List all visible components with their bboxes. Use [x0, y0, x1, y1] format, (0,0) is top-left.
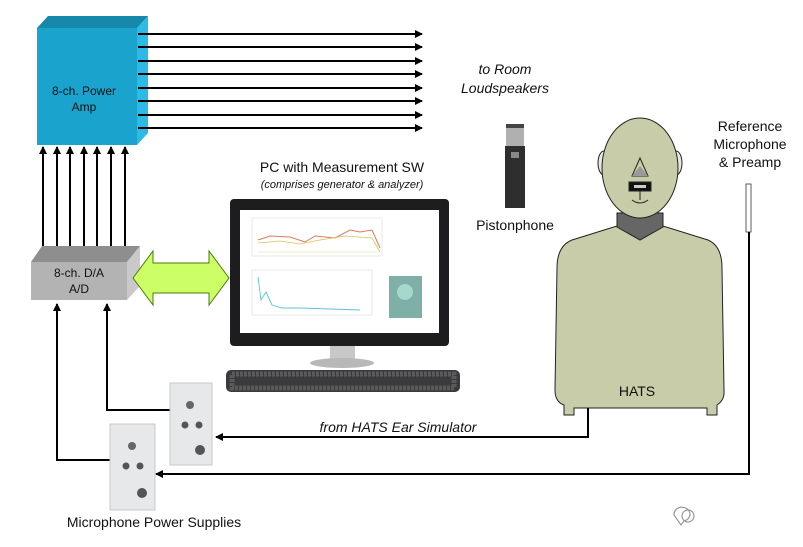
watermark-logo: [673, 506, 695, 527]
bidirectional-data-arrow: [132, 249, 230, 307]
monitor-stand: [330, 346, 355, 360]
pistonphone-label: Pistonphone: [476, 217, 554, 233]
power-amp-label-2: Amp: [72, 100, 97, 114]
power-amp-block: 8-ch. Power Amp: [37, 16, 148, 145]
power-amp-label-1: 8-ch. Power: [52, 84, 116, 98]
speaker-output-arrows: [138, 30, 423, 132]
signal-lines: [53, 232, 750, 478]
ear-simulator-label: from HATS Ear Simulator: [320, 419, 478, 435]
psu1-to-adc-line: [103, 303, 170, 411]
reference-microphone: [745, 183, 752, 233]
reference-mic-label-3: & Preamp: [719, 154, 781, 170]
da-ad-converter-block: 8-ch. D/A A/D: [31, 246, 140, 300]
da-to-amp-arrows: [39, 146, 129, 250]
reference-mic-label-1: Reference: [718, 118, 783, 134]
pistonphone-device: [505, 124, 525, 208]
loudspeakers-label-1: to Room: [479, 61, 532, 77]
keyboard: [226, 370, 460, 392]
pc-title: PC with Measurement SW: [260, 159, 425, 175]
ear-simulator-line: [215, 408, 589, 441]
converter-label-2: A/D: [69, 282, 89, 296]
loudspeakers-label-2: Loudspeakers: [461, 80, 549, 96]
pc-monitor: [230, 199, 449, 368]
reference-mic-line: [155, 232, 750, 478]
microphone-power-supply: [109, 423, 156, 511]
converter-label-1: 8-ch. D/A: [54, 266, 104, 280]
power-supplies-label: Microphone Power Supplies: [67, 514, 241, 530]
reference-mic-label-2: Microphone: [713, 136, 786, 152]
pc-subtitle: (comprises generator & analyzer): [261, 179, 424, 191]
microphone-power-supply: [169, 382, 213, 466]
psu2-to-adc-line: [53, 303, 112, 461]
hats-manikin: [554, 117, 725, 416]
hats-label: HATS: [619, 383, 655, 399]
